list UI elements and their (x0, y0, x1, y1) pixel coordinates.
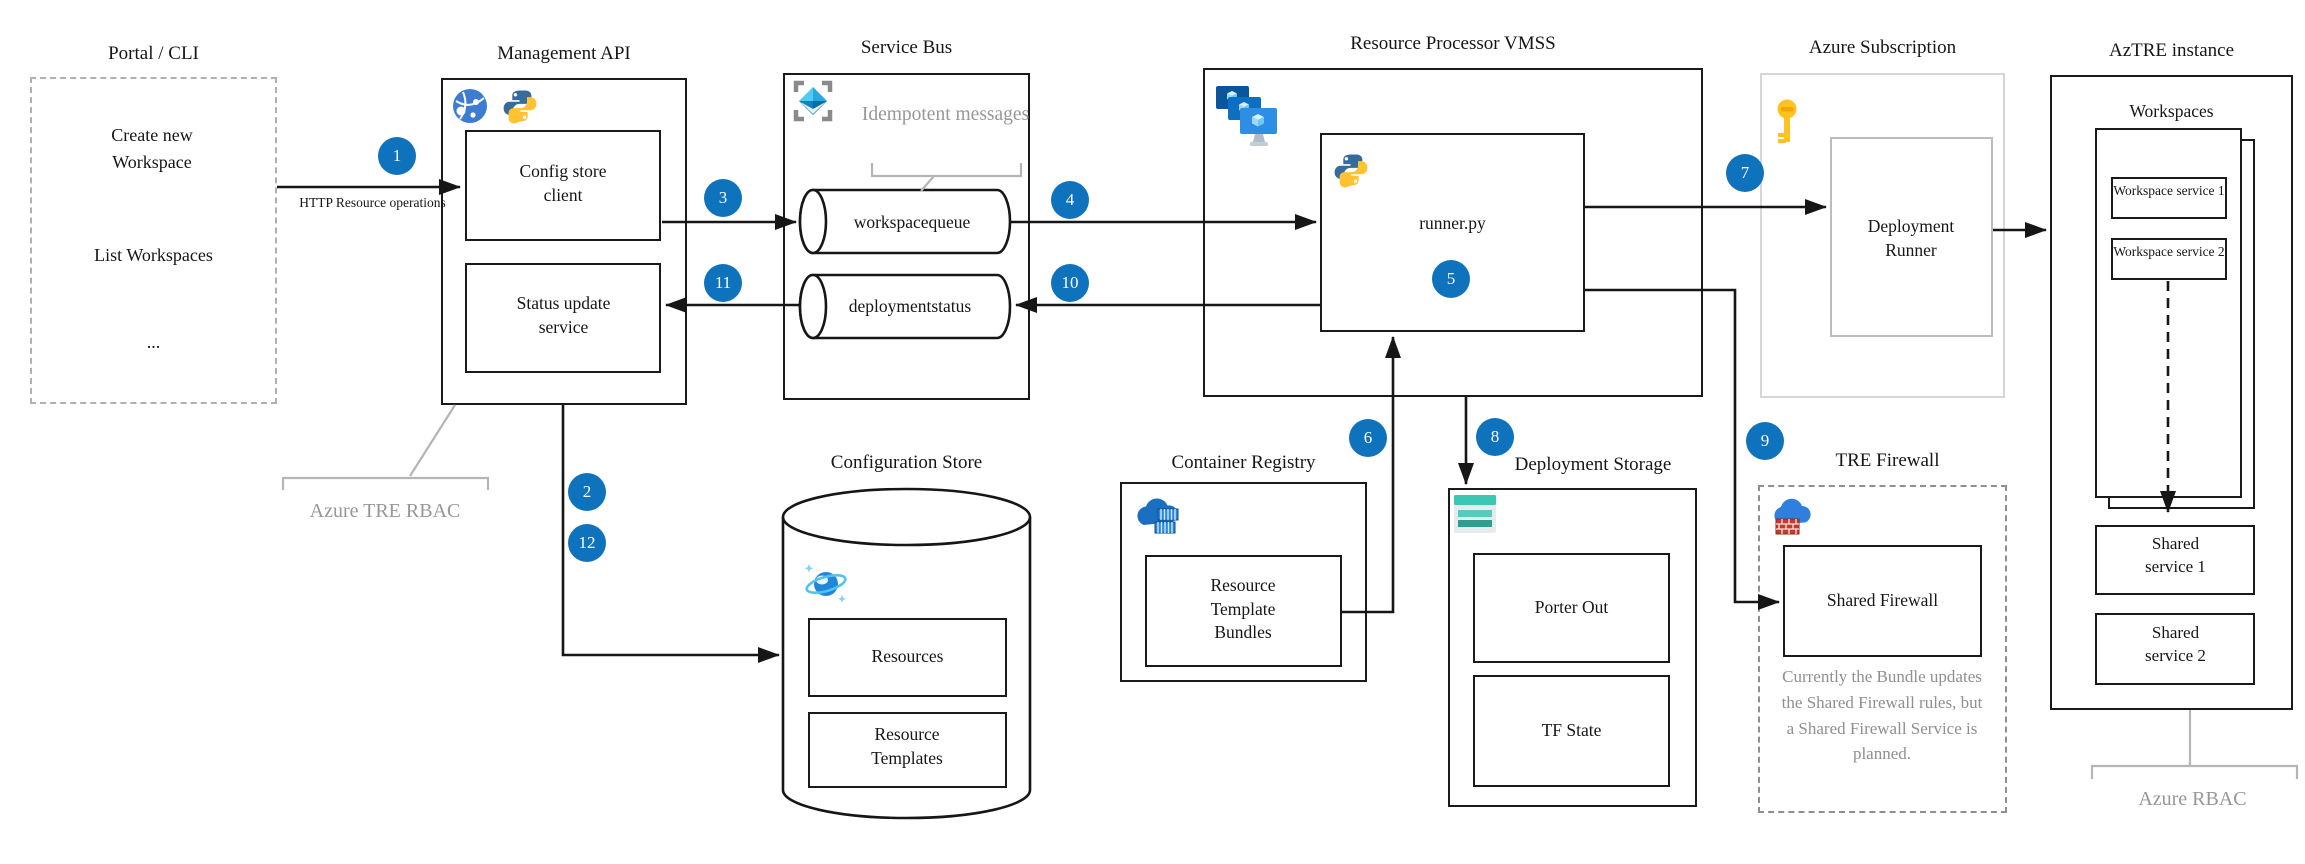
azure-tre-rbac-label: Azure TRE RBAC (309, 500, 461, 522)
resource-templates-box (808, 712, 1007, 788)
cosmos-db-icon (804, 564, 847, 603)
aztre-instance-title: AzTRE instance (2108, 40, 2235, 61)
workspace-service-2-box (2111, 238, 2227, 280)
step-badge-9: 9 (1746, 422, 1784, 460)
step-badge-7: 7 (1726, 154, 1764, 192)
portal-cli-box (30, 77, 277, 404)
portal-item-create-workspace: Create new Workspace (111, 125, 193, 172)
deploymentstatus-label: deploymentstatus (848, 296, 972, 316)
step-badge-11: 11 (704, 264, 742, 302)
tf-state-box (1473, 675, 1670, 787)
workspace-service-1-box (2111, 177, 2227, 219)
resources-label: Resources (871, 646, 944, 666)
configuration-store-title: Configuration Store (830, 452, 983, 473)
resource-template-bundles-label: Resource Template Bundles (1210, 575, 1276, 643)
config-store-client-label: Config store client (519, 161, 607, 205)
azure-subscription-box (1760, 73, 2005, 398)
web-app-icon (453, 89, 487, 123)
idempotent-messages-note: Idempotent messages (861, 104, 1030, 125)
shared-firewall-label: Shared Firewall (1826, 590, 1939, 610)
vmss-icon (1216, 86, 1277, 146)
deployment-storage-title: Deployment Storage (1514, 454, 1672, 475)
step-badge-6: 6 (1349, 419, 1387, 457)
shared-service-2-box (2095, 613, 2255, 685)
portal-item-more: ... (146, 332, 161, 352)
step-badge-5: 5 (1432, 260, 1470, 298)
shared-service-1-label: Shared service 1 (2145, 534, 2206, 576)
resources-box (808, 618, 1007, 697)
step-badge-10: 10 (1051, 264, 1089, 302)
firewall-planned-note: Currently the Bundle updates the Shared … (1781, 667, 1983, 764)
deployment-runner-label: Deployment Runner (1867, 216, 1955, 260)
container-registry-icon (1137, 498, 1179, 534)
resource-processor-title: Resource Processor VMSS (1350, 33, 1556, 54)
tre-firewall-title: TRE Firewall (1835, 450, 1940, 471)
workspace-service-1-label: Workspace service 1 (2113, 183, 2225, 198)
step-badge-3: 3 (704, 179, 742, 217)
step-badge-8: 8 (1476, 418, 1514, 456)
deployment-runner-box (1830, 137, 1993, 337)
step-badge-12: 12 (568, 524, 606, 562)
resource-templates-label: Resource Templates (871, 724, 943, 768)
step-badge-4: 4 (1051, 181, 1089, 219)
shared-service-2-label: Shared service 2 (2145, 623, 2206, 665)
workspace-service-2-label: Workspace service 2 (2113, 244, 2225, 259)
runner-py-label: runner.py (1419, 213, 1486, 233)
tre-rbac-connector-line (409, 404, 456, 477)
http-resource-operations-label: HTTP Resource operations (299, 195, 446, 210)
status-update-service-box (465, 263, 661, 373)
storage-account-icon (1454, 495, 1496, 533)
management-api-title: Management API (497, 43, 631, 64)
step-badge-2: 2 (568, 473, 606, 511)
resource-template-bundles-box (1145, 555, 1342, 667)
workspacequeue-label: workspacequeue (853, 212, 971, 232)
tf-state-label: TF State (1541, 720, 1602, 740)
portal-title: Portal / CLI (108, 43, 199, 64)
tre-firewall-box (1758, 485, 2007, 813)
deployment-storage-box (1448, 488, 1697, 807)
aztre-instance-box (2050, 75, 2293, 710)
azure-firewall-icon (1774, 498, 1811, 535)
status-update-service-label: Status update service (516, 293, 611, 337)
python-icon (503, 90, 537, 124)
shared-firewall-box (1783, 545, 1982, 657)
shared-service-1-box (2095, 525, 2255, 595)
porter-out-label: Porter Out (1534, 597, 1609, 617)
management-api-box (441, 78, 687, 405)
rbac-bracket (2090, 764, 2299, 779)
azure-subscription-title: Azure Subscription (1808, 37, 1957, 58)
container-registry-title: Container Registry (1171, 452, 1316, 473)
step-badge-1: 1 (378, 137, 416, 175)
resource-processor-vmss-box (1203, 68, 1703, 397)
azure-rbac-label: Azure RBAC (2138, 788, 2247, 810)
portal-item-list-workspaces: List Workspaces (94, 245, 213, 265)
service-bus-box (783, 73, 1030, 400)
service-bus-icon (793, 80, 833, 122)
workspaces-label: Workspaces (2129, 101, 2214, 121)
tre-rbac-bracket (281, 476, 490, 490)
key-icon (1777, 99, 1797, 143)
config-store-client-box (465, 130, 661, 241)
python-icon (1334, 154, 1368, 188)
service-bus-title: Service Bus (860, 37, 953, 58)
